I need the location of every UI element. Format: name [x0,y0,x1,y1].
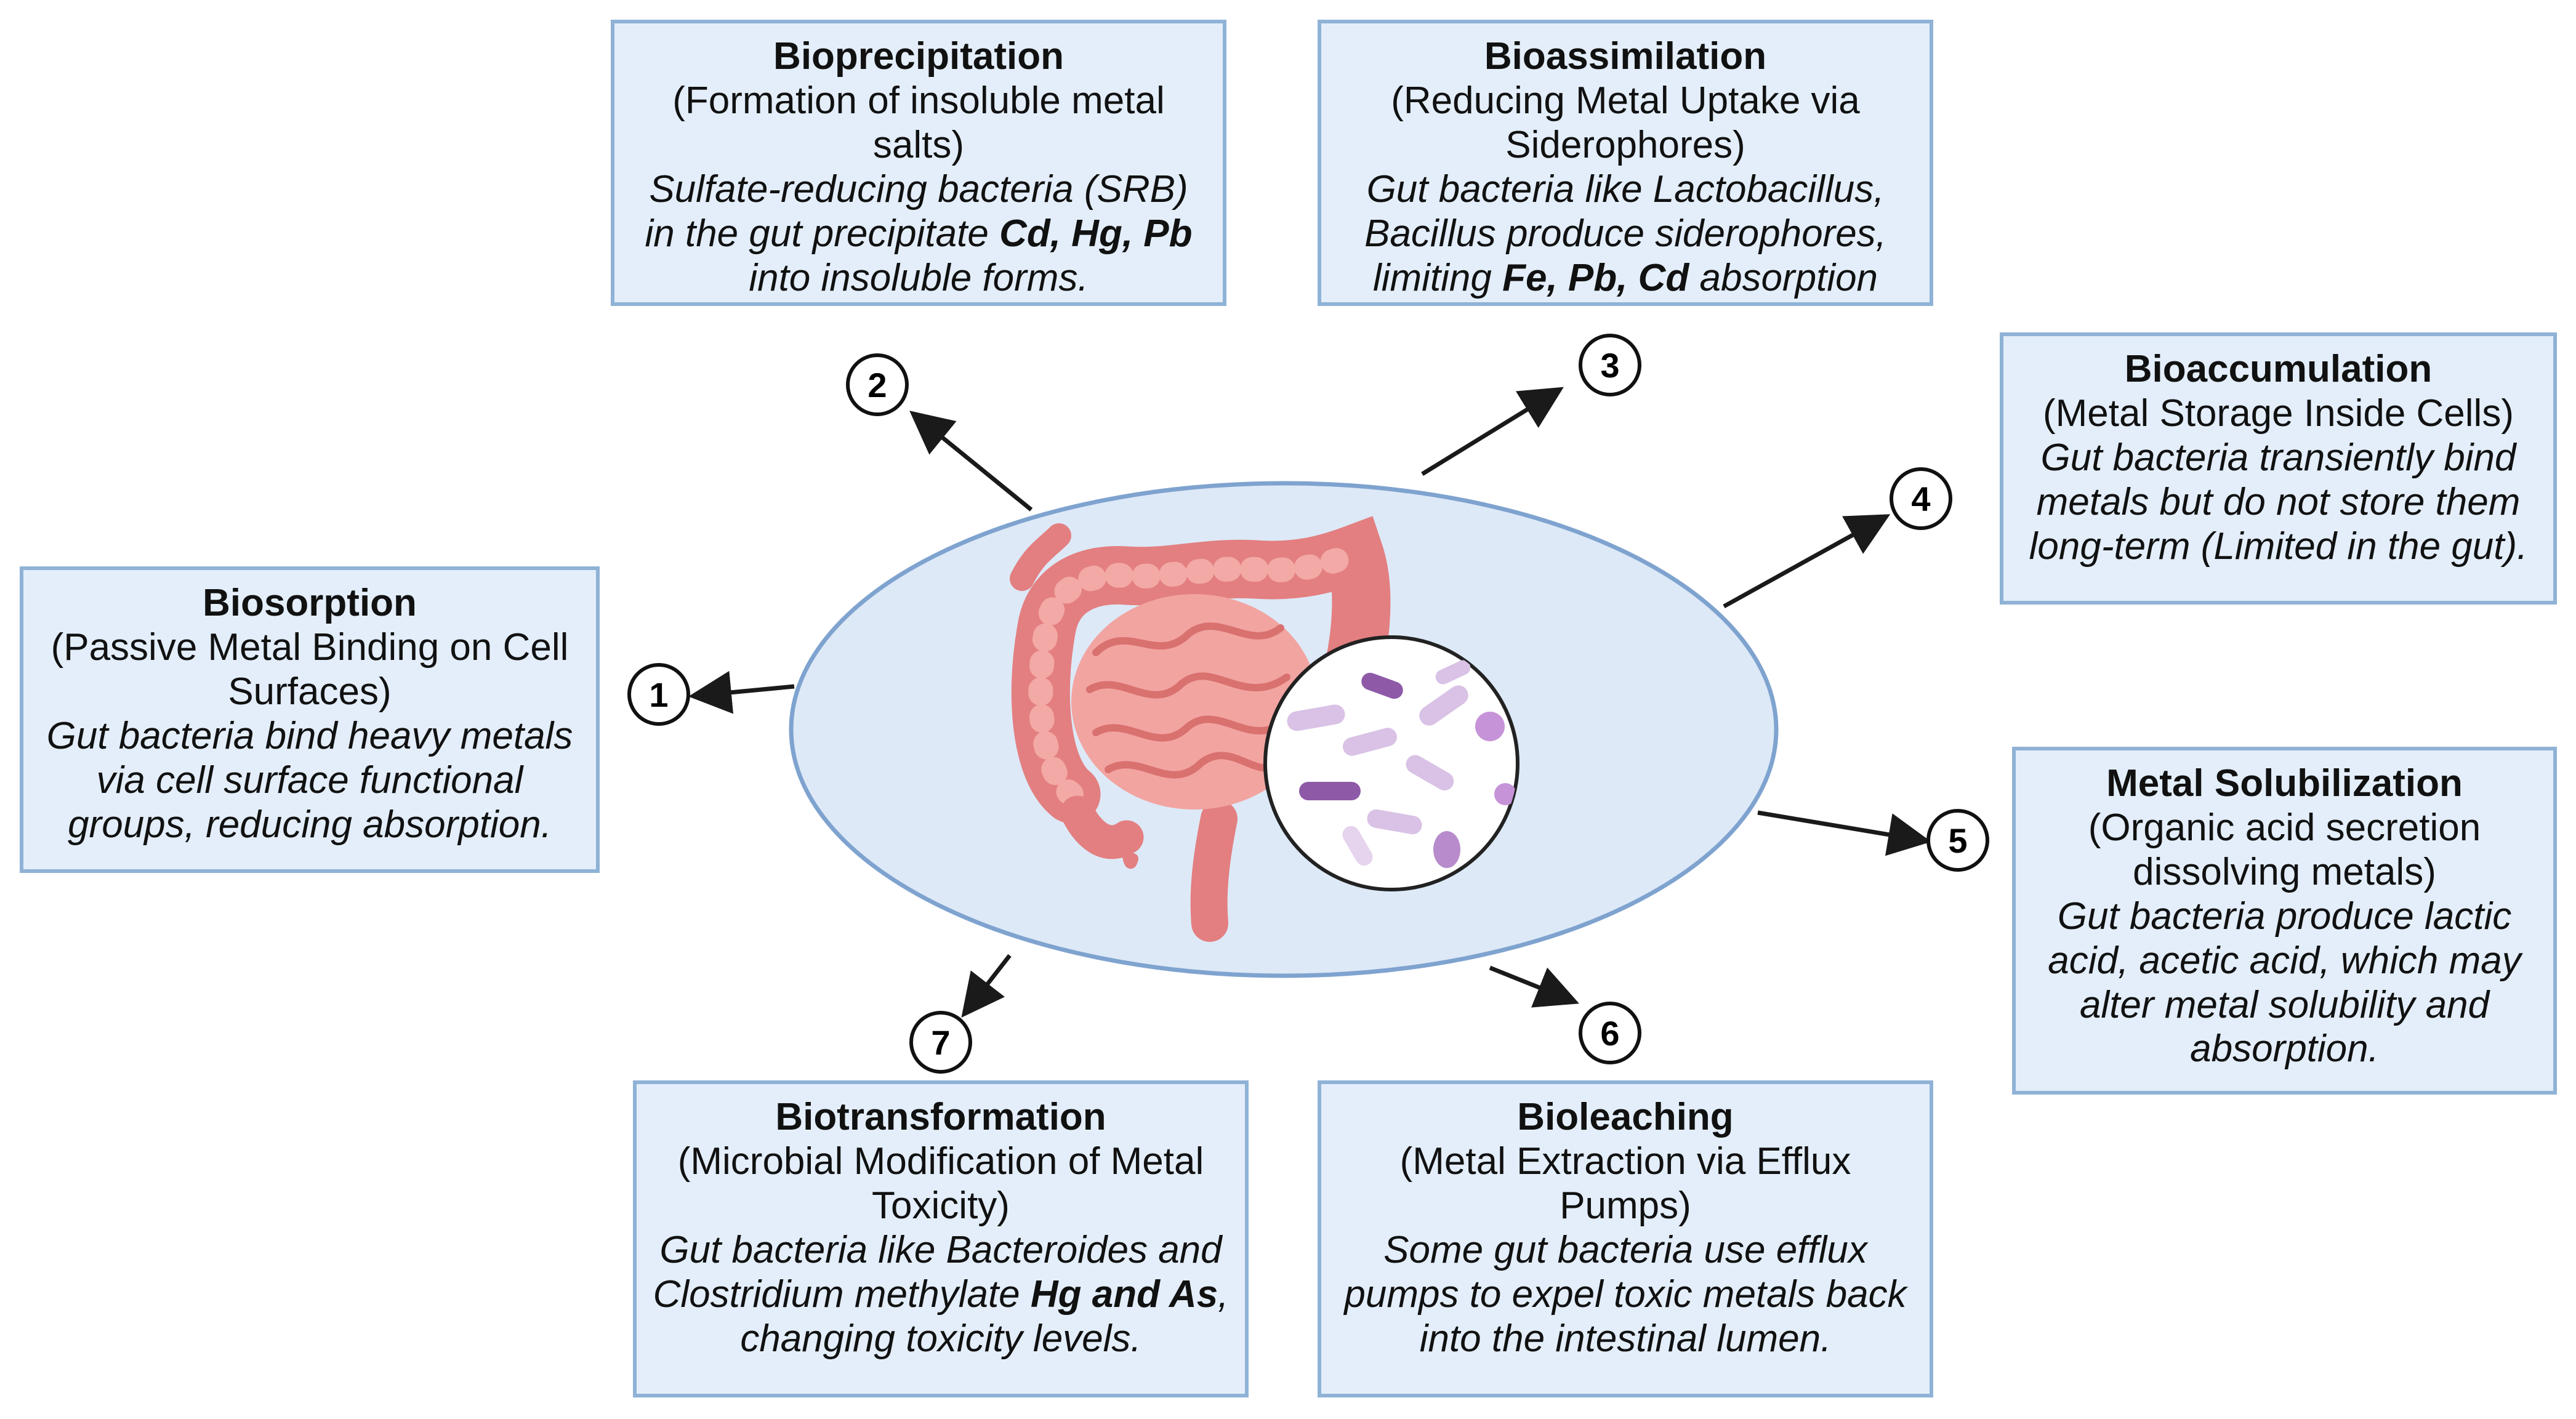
description-text: absorption [1689,256,1878,299]
metal-list: Cd, Hg, Pb [999,212,1193,255]
badge-2: 2 [846,353,909,416]
arrow-7 [961,954,1012,1018]
box-title: Bioassimilation [1484,35,1767,78]
mechanism-box-1: Biosorption (Passive Metal Binding on Ce… [20,566,600,873]
description-text: into insoluble forms. [749,256,1089,299]
box-title: Bioprecipitation [773,35,1064,78]
description-text: Gut bacteria like Lactobacillus, Bacillu… [1364,167,1886,299]
arrow-1 [688,670,795,714]
mechanism-box-4: Bioaccumulation (Metal Storage Inside Ce… [2000,332,2557,605]
badge-3: 3 [1579,334,1641,396]
badge-2-label: 2 [867,366,887,404]
box-description: Sulfate-reducing bacteria (SRB) in the g… [629,167,1208,300]
box-description: Gut bacteria produce lactic acid, acetic… [2031,894,2538,1072]
description-text: Gut bacteria transiently bind metals but… [2029,436,2528,568]
box-subtitle: (Metal Storage Inside Cells) [2043,392,2514,435]
box-title: Bioleaching [1517,1096,1734,1138]
mechanism-box-5: Metal Solubilization (Organic acid secre… [2012,747,2557,1095]
box-subtitle: (Formation of insoluble metal salts) [672,79,1165,166]
badge-1: 1 [627,663,690,726]
badge-1-label: 1 [649,675,668,714]
box-subtitle: (Organic acid secretion dissolving metal… [2088,806,2481,893]
description-text: Gut bacteria produce lactic acid, acetic… [2048,894,2521,1071]
badge-4: 4 [1890,467,1952,530]
intestine-icon [1010,516,1391,942]
box-description: Gut bacteria like Bacteroides and Clostr… [651,1228,1230,1361]
metal-list: Hg and As [1030,1272,1218,1316]
badge-4-label: 4 [1911,480,1930,518]
box-subtitle: (Metal Extraction via Efflux Pumps) [1399,1140,1851,1227]
number-badges: 1 2 3 4 5 6 7 [627,334,1989,1074]
badge-6-label: 6 [1600,1014,1619,1053]
mechanism-box-2: Bioprecipitation (Formation of insoluble… [611,20,1226,306]
description-text: Some gut bacteria use efflux pumps to ex… [1344,1228,1907,1360]
box-description: Some gut bacteria use efflux pumps to ex… [1336,1228,1915,1361]
badge-6: 6 [1579,1002,1641,1064]
arrow-6 [1489,965,1579,1008]
description-text: Gut bacteria bind heavy metals via cell … [46,714,573,846]
badge-5-label: 5 [1948,821,1967,860]
mechanism-box-6: Bioleaching (Metal Extraction via Efflux… [1318,1080,1933,1397]
description-text: , changing toxicity levels. [740,1272,1229,1360]
arrows [688,387,1931,1018]
mechanism-box-7: Biotransformation (Microbial Modificatio… [633,1080,1249,1397]
badge-5: 5 [1926,809,1989,872]
box-description: Gut bacteria bind heavy metals via cell … [38,714,581,847]
badge-7: 7 [909,1011,972,1074]
arrow-4 [1723,514,1891,609]
box-title: Biosorption [203,582,417,624]
description-text: Sulfate-reducing bacteria (SRB) in the g… [645,167,1188,255]
box-title: Biotransformation [775,1096,1106,1138]
bacteria-magnifier-icon [1263,635,1519,891]
metal-list: Fe, Pb, Cd [1502,256,1689,299]
box-subtitle: (Passive Metal Binding on Cell Surfaces) [50,625,569,713]
box-subtitle: (Reducing Metal Uptake via Siderophores) [1391,79,1860,166]
mechanism-box-3: Bioassimilation (Reducing Metal Uptake v… [1318,20,1933,306]
box-title: Metal Solubilization [2106,762,2463,805]
box-description: Gut bacteria like Lactobacillus, Bacillu… [1336,167,1915,300]
box-subtitle: (Microbial Modification of Metal Toxicit… [677,1140,1204,1227]
arrow-3 [1421,387,1564,476]
description-text: Gut bacteria like Bacteroides and Clostr… [653,1228,1222,1316]
arrow-5 [1757,810,1931,856]
box-title: Bioaccumulation [2124,348,2433,390]
badge-3-label: 3 [1600,346,1619,385]
box-description: Gut bacteria transiently bind metals but… [2018,436,2538,569]
arrow-2 [909,411,1033,512]
badge-7-label: 7 [931,1023,950,1062]
